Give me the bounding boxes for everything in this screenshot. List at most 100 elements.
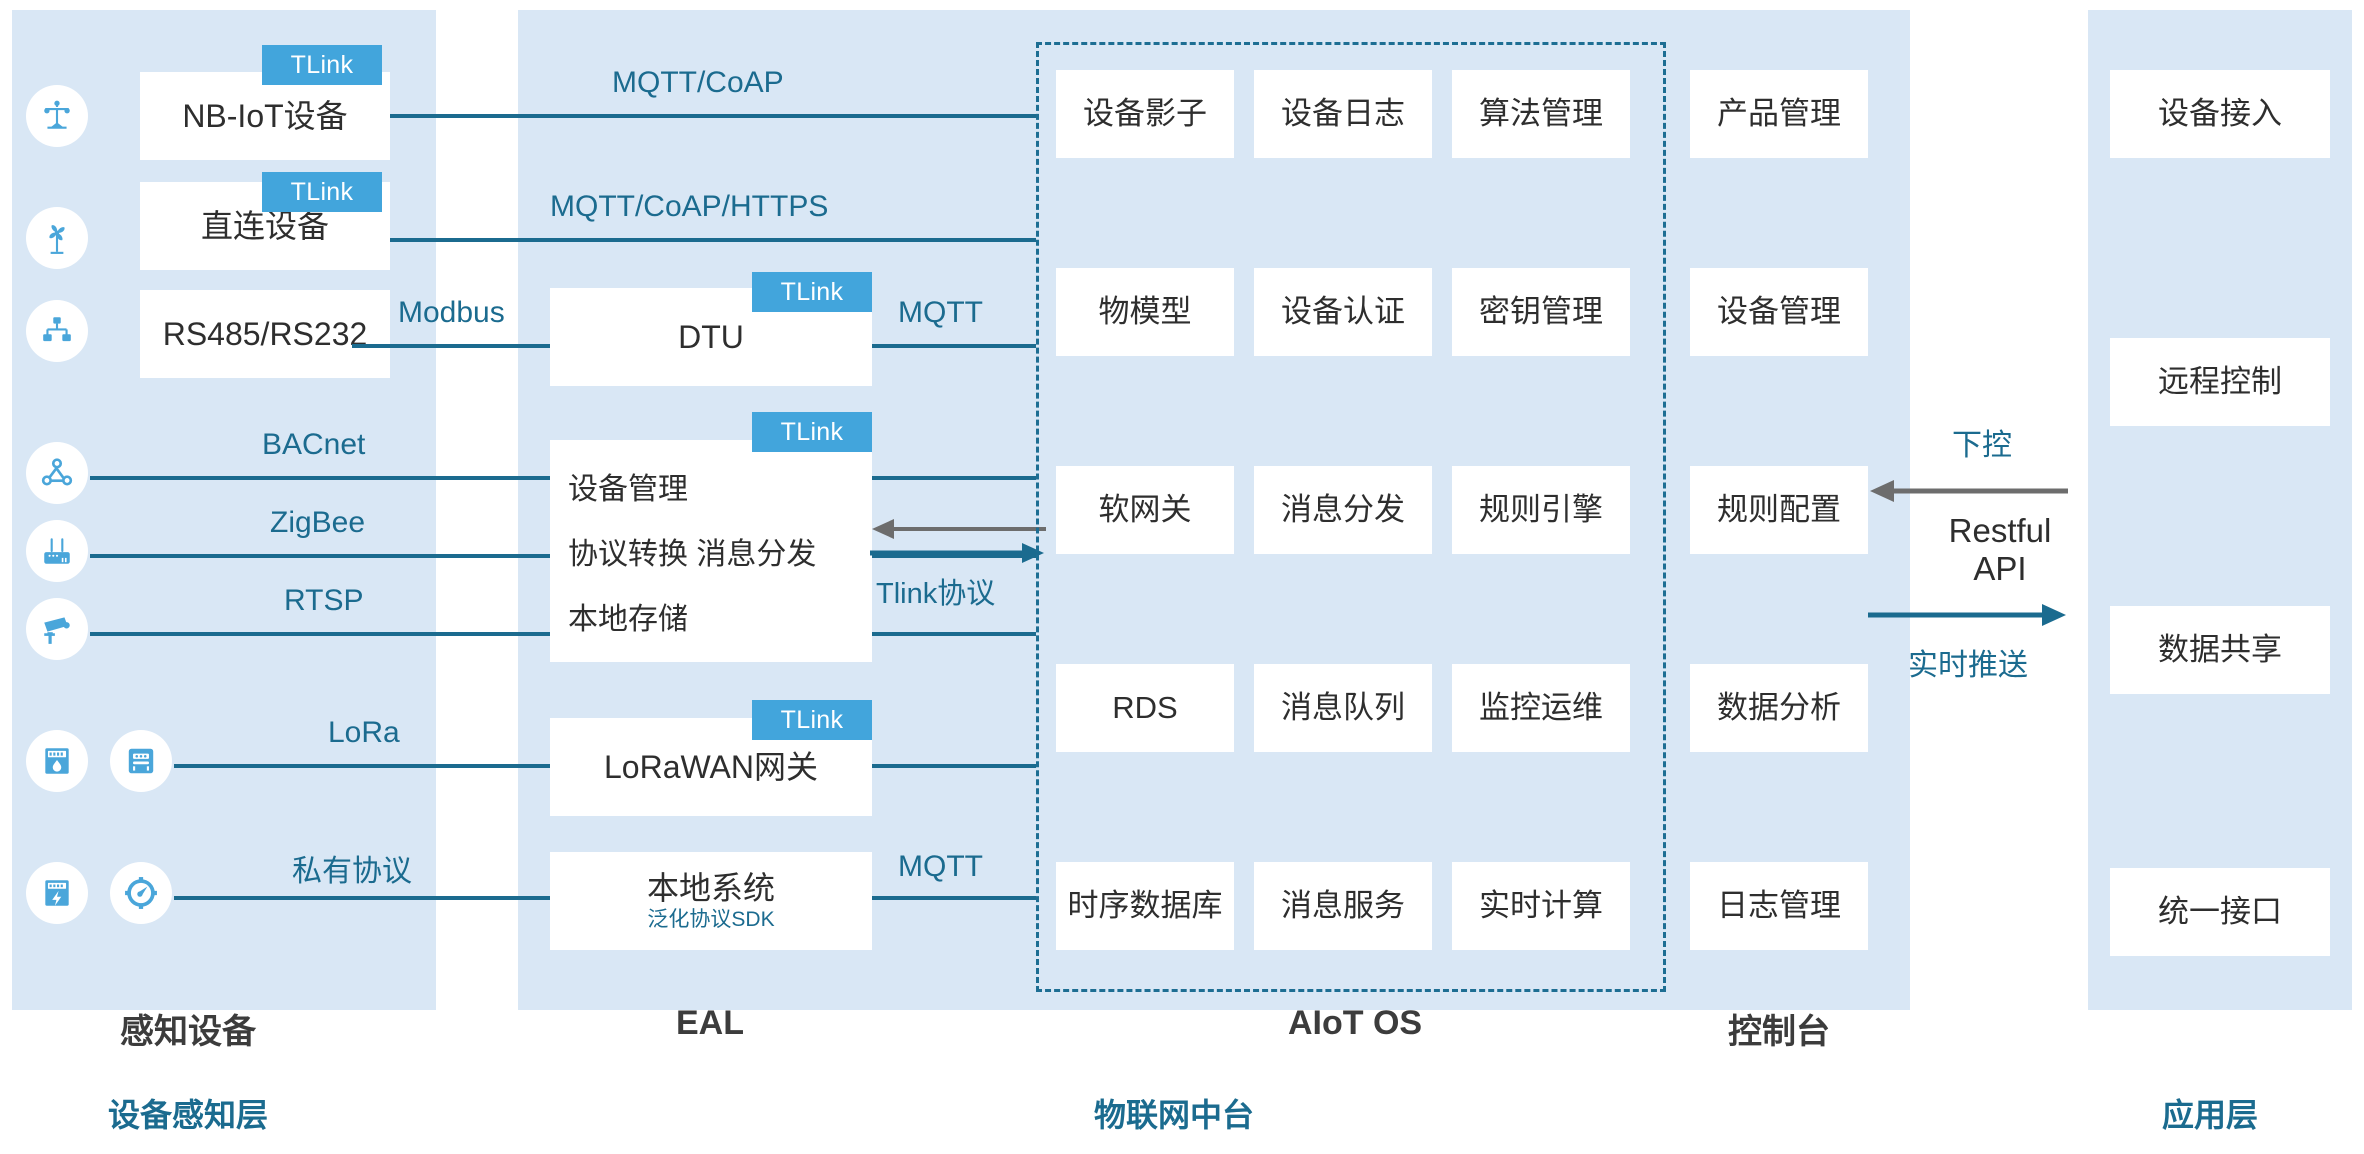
os-cell[interactable]: 设备认证 (1254, 268, 1432, 356)
os-cell[interactable]: 密钥管理 (1452, 268, 1630, 356)
protocol-text: MQTT/CoAP (612, 66, 784, 99)
app-item[interactable]: 统一接口 (2110, 868, 2330, 956)
console-item[interactable]: 设备管理 (1690, 268, 1868, 356)
tlink-badge-lorawan: TLink (752, 700, 872, 740)
column-title-eal: EAL (676, 1004, 744, 1043)
protocol-label-mqtt-coap: MQTT/CoAP (612, 66, 784, 100)
layer-title-text: 物联网中台 (1094, 1097, 1255, 1133)
aiot-os-boundary (1036, 42, 1666, 992)
os-cell[interactable]: 时序数据库 (1056, 862, 1234, 950)
app-item[interactable]: 远程控制 (2110, 338, 2330, 426)
os-cell-label: 物模型 (1098, 294, 1192, 330)
application-layer-panel (2088, 10, 2352, 1010)
tlink-badge-dtu: TLink (752, 272, 872, 312)
os-cell[interactable]: 软网关 (1056, 466, 1234, 554)
connector-line-nbiot (390, 114, 1036, 118)
protocol-text: MQTT (898, 850, 983, 883)
device-label: 直连设备 (200, 207, 329, 244)
console-item[interactable]: 日志管理 (1690, 862, 1868, 950)
column-title-sensing: 感知设备 (120, 1004, 256, 1053)
protocol-label-lora: LoRa (328, 716, 400, 750)
console-item[interactable]: 数据分析 (1690, 664, 1868, 752)
camera-icon (26, 598, 88, 660)
os-cell-label: RDS (1112, 690, 1178, 726)
os-cell[interactable]: RDS (1056, 664, 1234, 752)
os-cell[interactable]: 设备日志 (1254, 70, 1432, 158)
os-cell[interactable]: 消息队列 (1254, 664, 1432, 752)
gateway-row-2: 协议转换 消息分发 (568, 537, 817, 571)
os-cell[interactable]: 设备影子 (1056, 70, 1234, 158)
app-item[interactable]: 数据共享 (2110, 606, 2330, 694)
device-box-rs485[interactable]: RS485/RS232 (140, 290, 390, 378)
arrow-gateway-downlink (872, 519, 1046, 539)
eal-box-local-system[interactable]: 本地系统 泛化协议SDK (550, 852, 872, 950)
app-item-label: 设备接入 (2158, 96, 2282, 132)
connector-line-lorawan-out (872, 764, 1036, 768)
gauge-icon (110, 862, 172, 924)
protocol-label-dtu-mqtt: MQTT (898, 296, 983, 330)
console-item-label: 数据分析 (1717, 690, 1841, 726)
console-item-label: 产品管理 (1717, 96, 1841, 132)
protocol-label-rtsp: RTSP (284, 584, 363, 618)
network-topology-icon (26, 300, 88, 362)
electric-meter-icon (26, 862, 88, 924)
connector-line-direct (390, 238, 1036, 242)
windmill-icon (26, 207, 88, 269)
column-title-text: 感知设备 (120, 1013, 256, 1051)
column-title-console: 控制台 (1728, 1004, 1830, 1053)
os-cell-label: 软网关 (1098, 492, 1192, 528)
protocol-label-private: 私有协议 (292, 846, 412, 890)
os-cell-label: 消息服务 (1281, 888, 1405, 924)
os-cell[interactable]: 实时计算 (1452, 862, 1630, 950)
restful-line1: Restful (1948, 512, 2052, 549)
os-cell-label: 密钥管理 (1479, 294, 1603, 330)
device-box-direct[interactable]: 直连设备 (140, 182, 390, 270)
layer-title-text: 应用层 (2162, 1097, 2259, 1133)
bacnet-node-icon (26, 442, 88, 504)
os-cell-label: 设备认证 (1281, 294, 1405, 330)
os-cell-label: 消息队列 (1281, 690, 1405, 726)
arrow-downlink (1870, 480, 2068, 502)
os-cell-label: 监控运维 (1479, 690, 1603, 726)
tlink-badge-label: TLink (780, 277, 844, 306)
restful-api-label: Restful API (1910, 512, 2090, 588)
column-title-aiot-os: AIoT OS (1288, 1004, 1422, 1043)
device-box-nbiot[interactable]: NB-IoT设备 (140, 72, 390, 160)
console-item[interactable]: 产品管理 (1690, 70, 1868, 158)
tlink-badge-label: TLink (780, 705, 844, 734)
console-item[interactable]: 规则配置 (1690, 466, 1868, 554)
realtime-push-label: 实时推送 (1908, 640, 2028, 684)
os-cell[interactable]: 规则引擎 (1452, 466, 1630, 554)
protocol-label-local-mqtt: MQTT (898, 850, 983, 884)
protocol-text: ZigBee (270, 506, 366, 539)
protocol-text: BACnet (262, 428, 366, 461)
tlink-badge-label: TLink (290, 50, 354, 79)
console-item-label: 设备管理 (1717, 294, 1841, 330)
gas-meter-icon (110, 730, 172, 792)
device-label: RS485/RS232 (162, 315, 368, 352)
arrow-realtime-push (1868, 604, 2066, 626)
protocol-text: Modbus (398, 296, 505, 329)
os-cell[interactable]: 监控运维 (1452, 664, 1630, 752)
column-title-text: EAL (676, 1004, 744, 1042)
protocol-text: Tlink协议 (876, 578, 996, 610)
os-cell[interactable]: 消息服务 (1254, 862, 1432, 950)
layer-title-iot-platform: 物联网中台 (1094, 1090, 1254, 1136)
downlink-label: 下控 (1952, 420, 2012, 464)
console-item-label: 日志管理 (1717, 888, 1841, 924)
tlink-badge-gateway: TLink (752, 412, 872, 452)
eal-box-gateway[interactable]: 设备管理 协议转换 消息分发 本地存储 (550, 440, 872, 662)
eal-lorawan-label: LoRaWAN网关 (604, 748, 818, 785)
os-cell[interactable]: 算法管理 (1452, 70, 1630, 158)
column-title-text: AIoT OS (1288, 1004, 1423, 1042)
os-cell[interactable]: 消息分发 (1254, 466, 1432, 554)
layer-title-application: 应用层 (2162, 1090, 2258, 1136)
tlink-badge-label: TLink (290, 177, 354, 206)
app-item[interactable]: 设备接入 (2110, 70, 2330, 158)
protocol-label-tlink: Tlink协议 (876, 570, 995, 612)
protocol-label-modbus: Modbus (398, 296, 505, 330)
os-cell-label: 时序数据库 (1067, 888, 1223, 924)
downlink-text: 下控 (1952, 429, 2012, 462)
restful-line2: API (1973, 549, 2027, 587)
os-cell[interactable]: 物模型 (1056, 268, 1234, 356)
